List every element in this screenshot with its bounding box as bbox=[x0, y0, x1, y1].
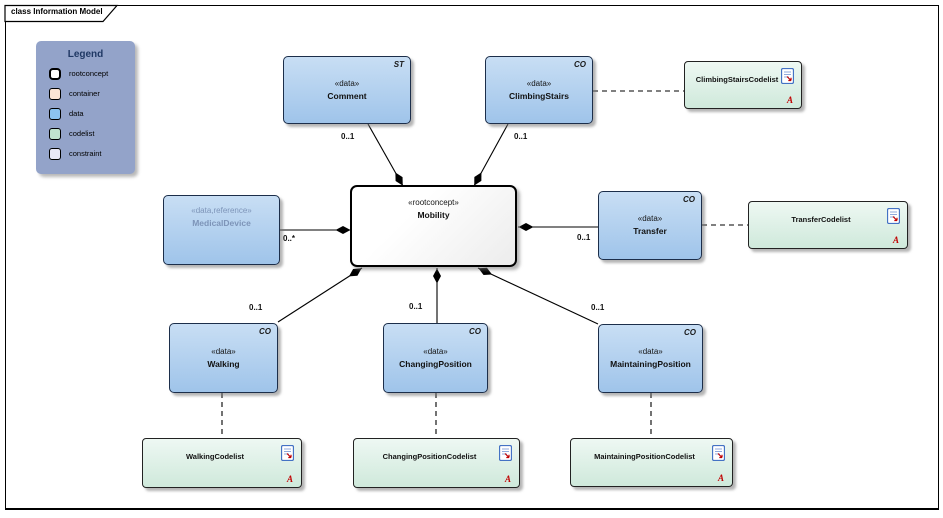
class-name: Comment bbox=[327, 90, 367, 101]
status-badge: A bbox=[504, 474, 511, 484]
multiplicity-label: 0..1 bbox=[409, 302, 423, 311]
corner-tag: ST bbox=[393, 60, 404, 69]
class-changingposition[interactable]: CO «data» ChangingPosition bbox=[383, 323, 488, 393]
frame-tab-label: class Information Model bbox=[11, 7, 103, 16]
legend-item-rootconcept: rootconcept bbox=[49, 67, 135, 80]
class-name: ChangingPosition bbox=[399, 358, 472, 369]
status-badge: A bbox=[717, 473, 724, 483]
codelist-walking[interactable]: WalkingCodelist A bbox=[142, 438, 302, 488]
codelist-name: MaintainingPositionCodelist bbox=[594, 452, 695, 461]
codelist-changingposition[interactable]: ChangingPositionCodelist A bbox=[353, 438, 520, 488]
stereotype: «data» bbox=[423, 346, 448, 356]
legend-title: Legend bbox=[67, 49, 104, 60]
codelist-name: ClimbingStairsCodelist bbox=[695, 75, 779, 84]
corner-tag: CO bbox=[683, 195, 695, 204]
constraint-swatch bbox=[49, 147, 61, 160]
stereotype: «data» bbox=[637, 214, 663, 223]
class-medicaldevice[interactable]: «data,reference» MedicalDevice bbox=[163, 195, 280, 265]
codelist-name: TransferCodelist bbox=[791, 215, 851, 224]
multiplicity-label: 0..1 bbox=[577, 233, 591, 242]
document-icon bbox=[887, 208, 900, 224]
class-name: ClimbingStairs bbox=[509, 90, 569, 101]
corner-tag: CO bbox=[469, 327, 481, 336]
legend-item-data: data bbox=[49, 107, 135, 120]
container-swatch bbox=[49, 87, 61, 100]
codelist-name: ChangingPositionCodelist bbox=[382, 452, 477, 461]
corner-tag: CO bbox=[574, 60, 586, 69]
class-name: MaintainingPosition bbox=[610, 359, 691, 369]
multiplicity-label: 0..1 bbox=[591, 303, 605, 312]
association-climbingstairs-mobility[interactable] bbox=[473, 123, 509, 187]
corner-tag: CO bbox=[259, 327, 271, 336]
rootconcept-swatch bbox=[49, 67, 61, 80]
status-badge: A bbox=[286, 474, 293, 484]
frame-tab-shape bbox=[4, 4, 119, 23]
multiplicity-label: 0..1 bbox=[249, 303, 263, 312]
multiplicity-label: 0..1 bbox=[514, 132, 528, 141]
class-name: Mobility bbox=[417, 210, 450, 220]
stereotype: «data» bbox=[526, 78, 552, 88]
stereotype: «data» bbox=[211, 346, 236, 356]
class-maintainingposition[interactable]: CO «data» MaintainingPosition bbox=[598, 324, 703, 393]
corner-tag: CO bbox=[684, 328, 696, 337]
class-comment[interactable]: ST «data» Comment bbox=[283, 56, 411, 124]
codelist-transfer[interactable]: TransferCodelist A bbox=[748, 201, 908, 249]
document-icon bbox=[781, 68, 794, 84]
class-walking[interactable]: CO «data» Walking bbox=[169, 323, 278, 393]
association-maintainingposition-mobility[interactable] bbox=[477, 267, 599, 325]
class-climbingstairs[interactable]: CO «data» ClimbingStairs bbox=[485, 56, 593, 124]
document-icon bbox=[281, 445, 294, 461]
status-badge: A bbox=[786, 95, 793, 105]
stereotype: «rootconcept» bbox=[408, 198, 459, 207]
stereotype: «data» bbox=[334, 78, 360, 88]
class-name: Walking bbox=[207, 358, 240, 369]
document-icon bbox=[499, 445, 512, 461]
legend-item-container: container bbox=[49, 87, 135, 100]
class-name: Transfer bbox=[633, 226, 667, 236]
document-icon bbox=[712, 445, 725, 461]
class-transfer[interactable]: CO «data» Transfer bbox=[598, 191, 702, 260]
legend-item-constraint: constraint bbox=[49, 147, 135, 160]
stereotype: «data» bbox=[638, 347, 663, 356]
association-walking-mobility[interactable] bbox=[277, 267, 363, 323]
codelist-name: WalkingCodelist bbox=[185, 452, 245, 461]
association-comment-mobility[interactable] bbox=[367, 123, 404, 187]
class-name: MedicalDevice bbox=[192, 218, 251, 228]
multiplicity-label: 0..1 bbox=[341, 132, 355, 141]
legend: Legend rootconcept container data codeli… bbox=[36, 41, 135, 174]
status-badge: A bbox=[892, 235, 899, 245]
multiplicity-label: 0..* bbox=[283, 234, 296, 243]
codelist-maintainingposition[interactable]: MaintainingPositionCodelist A bbox=[570, 438, 733, 487]
codelist-swatch bbox=[49, 127, 61, 140]
diagram-frame bbox=[5, 5, 939, 510]
stereotype: «data,reference» bbox=[191, 206, 252, 215]
data-swatch bbox=[49, 107, 61, 120]
legend-item-codelist: codelist bbox=[49, 127, 135, 140]
codelist-climbingstairs[interactable]: ClimbingStairsCodelist A bbox=[684, 61, 802, 109]
class-mobility[interactable]: «rootconcept» Mobility bbox=[350, 185, 517, 267]
